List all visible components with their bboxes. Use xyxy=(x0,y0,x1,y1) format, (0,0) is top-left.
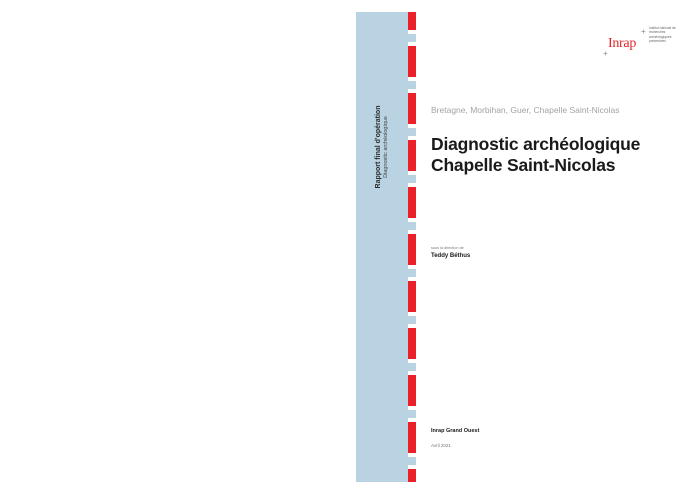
author-name: Teddy Béthus xyxy=(431,253,471,259)
spine-subtitle: Diagnostic archéologique xyxy=(382,116,389,178)
cover-spine xyxy=(356,12,408,482)
logo-org-text: Institut national de recherches archéolo… xyxy=(649,26,676,44)
logo-cross-icon: + xyxy=(641,27,646,36)
cover-title: Diagnostic archéologique Chapelle Saint-… xyxy=(431,134,640,175)
logo-cross-icon: + xyxy=(603,49,608,58)
cover-title-line-2: Chapelle Saint-Nicolas xyxy=(431,154,616,175)
logo-wordmark: Inrap xyxy=(608,36,637,51)
inrap-logo: + Inrap + Institut national de recherche… xyxy=(603,26,683,60)
striped-edge-band xyxy=(408,12,416,482)
organization-name: Inrap Grand Ouest xyxy=(431,428,480,434)
spine-title: Rapport final d'opération xyxy=(374,105,382,189)
direction-label: sous la direction de xyxy=(431,246,464,250)
location-line: Bretagne, Morbihan, Guer, Chapelle Saint… xyxy=(431,105,620,115)
spine-label: Rapport final d'opération Diagnostic arc… xyxy=(375,106,389,189)
report-date: Avril 2021 xyxy=(431,443,451,448)
cover-title-line-1: Diagnostic archéologique xyxy=(431,134,641,154)
